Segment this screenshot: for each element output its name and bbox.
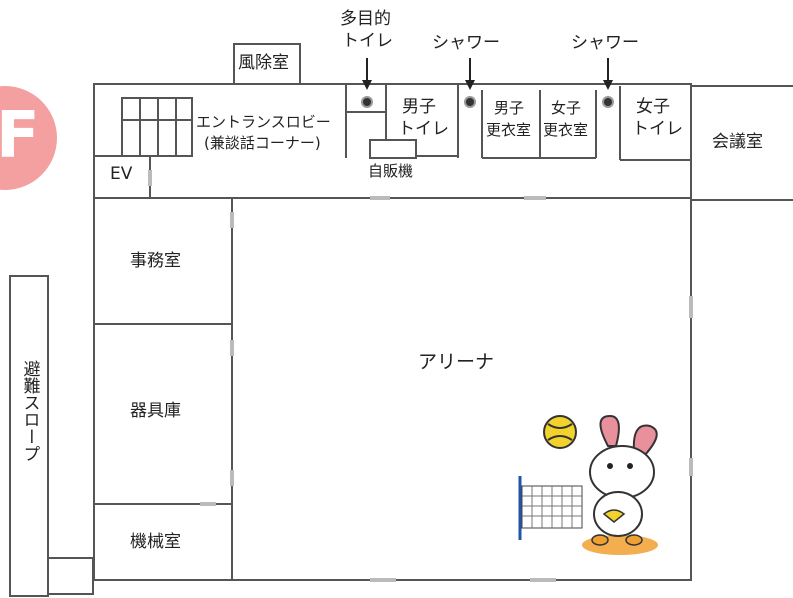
meeting-room-label: 会議室 xyxy=(712,132,763,152)
male-toilet-label-1: 男子 xyxy=(402,97,436,117)
office-label: 事務室 xyxy=(130,251,181,271)
equipment-storage-label: 器具庫 xyxy=(130,401,181,421)
arrow-down-icon xyxy=(362,58,372,90)
arrow-down-icon xyxy=(465,58,475,90)
evacuation-slope-label: 避難スロープ xyxy=(19,360,40,462)
building-outline xyxy=(93,83,692,581)
arrow-down-icon xyxy=(603,58,613,90)
multi-toilet-label-1: 多目的 xyxy=(340,9,391,29)
female-locker-label-2: 更衣室 xyxy=(543,121,589,139)
volleyball-icon xyxy=(543,415,577,449)
wind-room-label: 風除室 xyxy=(238,53,289,73)
evacuation-slope-outline xyxy=(9,275,49,597)
marker-dot-icon xyxy=(464,96,476,108)
female-locker-label-1: 女子 xyxy=(551,99,582,117)
ev-outline xyxy=(93,155,151,199)
floor-badge xyxy=(0,86,57,190)
marker-dot-icon xyxy=(602,96,614,108)
vending-machine-label: 自販機 xyxy=(368,162,414,180)
arena-label: アリーナ xyxy=(418,351,495,373)
shower-left-label: シャワー xyxy=(432,33,500,53)
multi-toilet-label-2: トイレ xyxy=(342,31,393,51)
mascot-illustration xyxy=(518,414,658,555)
entrance-lobby-label-1: エントランスロビー xyxy=(196,113,331,131)
female-toilet-label-1: 女子 xyxy=(636,97,670,117)
floor-badge-letter: F xyxy=(0,99,40,173)
volleyball-net-icon xyxy=(518,476,583,540)
doors xyxy=(148,170,693,582)
entrance-lobby-label-2: (兼談話コーナー) xyxy=(204,134,321,152)
staircase xyxy=(121,97,193,157)
male-toilet-label-2: トイレ xyxy=(398,119,449,139)
marker-dot-icon xyxy=(361,96,373,108)
female-toilet-label-2: トイレ xyxy=(632,119,683,139)
ev-label: EV xyxy=(110,164,133,184)
meeting-room-outline xyxy=(690,85,793,201)
male-locker-label-2: 更衣室 xyxy=(486,121,532,139)
wind-room-outline xyxy=(233,43,301,85)
male-locker-label-1: 男子 xyxy=(494,99,525,117)
shower-right-label: シャワー xyxy=(571,33,639,53)
machine-room-label: 機械室 xyxy=(130,532,181,552)
wet-rooms-block xyxy=(345,84,691,161)
